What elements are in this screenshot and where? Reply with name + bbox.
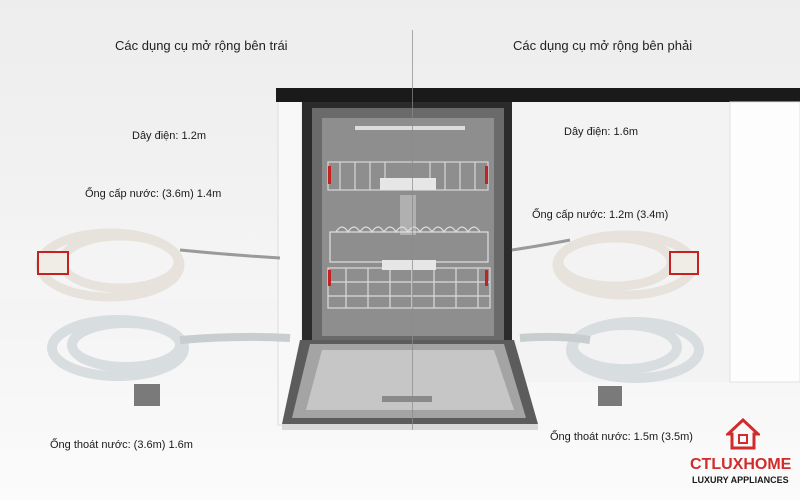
right-heading: Các dụng cụ mở rộng bên phải: [513, 38, 693, 53]
right-inlet-hose-label: Ống cấp nước: 1.2m (3.4m): [532, 209, 669, 221]
left-heading: Các dụng cụ mở rộng bên trái: [115, 38, 288, 53]
logo-brand: CTLUXHOME: [690, 456, 792, 473]
left-inlet-hose-label: Ống cấp nước: (3.6m) 1.4m: [85, 188, 222, 200]
left-drain-hose-label: Ống thoát nước: (3.6m) 1.6m: [50, 439, 193, 451]
center-divider: [412, 30, 413, 430]
ctluxhome-logo: CTLUXHOME LUXURY APPLIANCES: [688, 418, 798, 496]
left-power-cord-label: Dây điện: 1.2m: [132, 130, 206, 142]
logo-tagline: LUXURY APPLIANCES: [692, 475, 789, 485]
house-logo-icon: [726, 418, 760, 450]
right-power-cord-label: Dây điện: 1.6m: [564, 126, 638, 138]
right-drain-hose-label: Ống thoát nước: 1.5m (3.5m): [550, 431, 693, 443]
